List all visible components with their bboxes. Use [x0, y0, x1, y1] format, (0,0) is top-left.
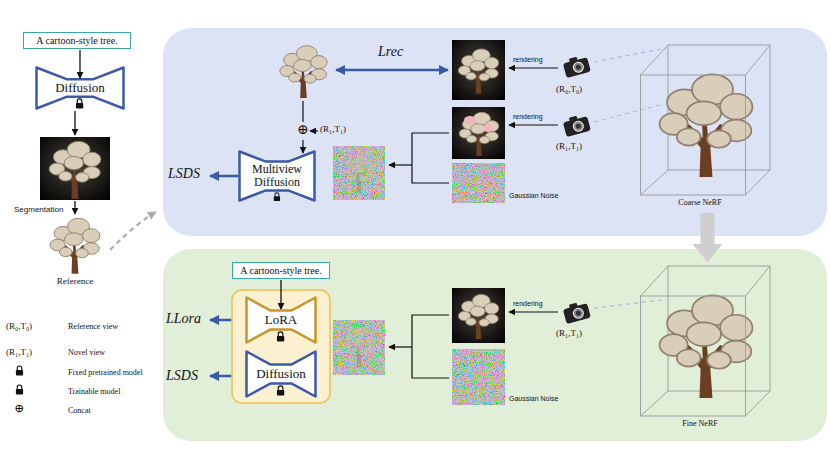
nerf-cube [640, 42, 775, 196]
fine-stage-panel [163, 249, 827, 441]
nerf-caption: Fine NeRF [640, 419, 760, 428]
step-label: rendering [513, 56, 543, 64]
legend-sample: ⊕ [14, 402, 24, 416]
flow-arrows [74, 111, 75, 214]
camera-icons [562, 54, 591, 324]
prompt-box: A cartoon-style tree. [23, 32, 131, 49]
legend-sample: (R₁,T₁) [6, 347, 32, 357]
dashed-curve-arrow [110, 212, 156, 250]
camera-pose: (R₁,T₁) [556, 328, 582, 338]
model-name: LoRA [265, 313, 298, 327]
flow-arrow [280, 280, 281, 309]
fine-nerf: Fine NeRF [640, 263, 775, 433]
model-name: Multiview Diffusion [246, 163, 308, 189]
loss-label: LSDS [168, 166, 200, 182]
legend-text: Concat [68, 406, 91, 415]
noise-images [333, 146, 505, 405]
image-label: Gaussian Noise [509, 192, 558, 200]
lock-icon [273, 192, 281, 201]
camera-pose: (R₁,T₁) [320, 124, 346, 134]
rendering-arrows [389, 68, 558, 378]
legend-text: Trainable model [68, 387, 120, 396]
camera-pose: (R₀,T₀) [556, 84, 582, 94]
diffusion-model: Diffusion [245, 350, 317, 398]
generated-image [40, 137, 110, 200]
loss-label: LLora [166, 311, 201, 327]
nerf-cube [640, 263, 775, 417]
loss-label: Lrec [378, 44, 403, 60]
stage-transition-arrow [693, 213, 723, 262]
step-label: Segmentation [14, 205, 63, 214]
legend-text: Fixed pretrained model [68, 368, 143, 377]
lock-icon [276, 331, 285, 342]
loss-label: LSDS [166, 368, 198, 384]
concat-symbol: ⊕ [297, 122, 309, 138]
flow-arrow [79, 50, 80, 78]
legend-lock-icons [16, 366, 23, 394]
prompt-text: A cartoon-style tree. [36, 34, 117, 47]
lora-model: LoRA [245, 296, 317, 344]
prompt-text: A cartoon-style tree. [240, 264, 321, 277]
model-name: Diffusion [256, 367, 306, 381]
multiview-diffusion-model: Multiview Diffusion [238, 150, 316, 202]
lock-icon [276, 385, 285, 396]
legend-text: Reference view [68, 322, 118, 331]
diffusion-model: Diffusion [35, 66, 125, 110]
camera-pose: (R₁,T₁) [556, 141, 582, 151]
image-label: Gaussian Noise [509, 395, 558, 403]
legend-text: Novel view [68, 348, 105, 357]
reference-tree [280, 46, 327, 98]
prompt-box: A cartoon-style tree. [232, 262, 330, 279]
coarse-nerf: Coarse NeRF [640, 42, 775, 212]
segmented-tree [40, 216, 110, 274]
model-name: Diffusion [55, 81, 105, 95]
legend-sample: (R₀,T₀) [6, 321, 32, 331]
step-label: rendering [513, 113, 543, 121]
image-caption: Reference [40, 276, 110, 286]
reference-image: Reference [40, 216, 110, 292]
lock-icon [75, 98, 84, 109]
nerf-caption: Coarse NeRF [640, 198, 760, 207]
camera-rays [594, 48, 666, 308]
coarse-stage-panel [163, 28, 827, 236]
rendered-images [452, 40, 505, 343]
step-label: rendering [513, 300, 543, 308]
